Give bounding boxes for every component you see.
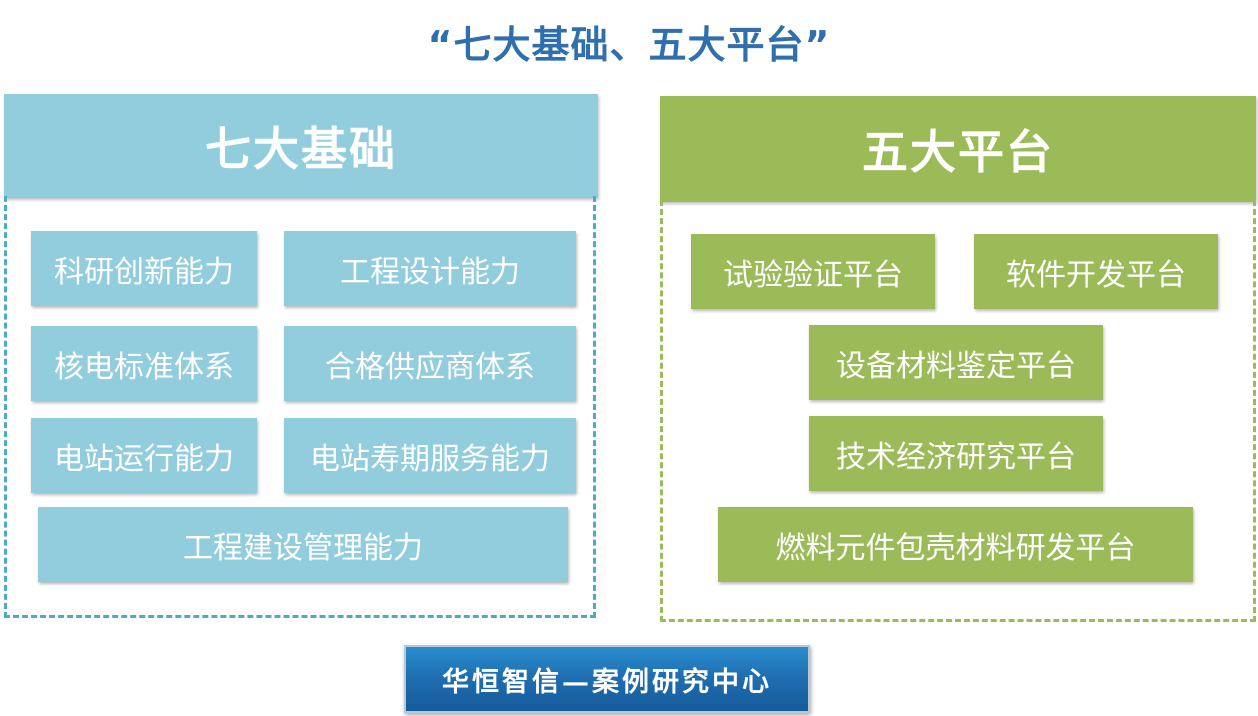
left-item-research-innovation: 科研创新能力: [31, 231, 257, 306]
right-item-software-development: 软件开发平台: [974, 234, 1218, 309]
left-panel-header: 七大基础: [4, 94, 598, 198]
right-item-test-verification: 试验验证平台: [691, 234, 935, 309]
left-item-plant-lifecycle-service: 电站寿期服务能力: [284, 418, 576, 493]
right-item-equipment-material-qualification: 设备材料鉴定平台: [809, 325, 1103, 400]
left-item-plant-operation: 电站运行能力: [31, 418, 257, 493]
right-item-fuel-cladding-rnd: 燃料元件包壳材料研发平台: [718, 507, 1193, 582]
right-panel-dashed-frame: [660, 200, 1256, 622]
left-panel-dashed-frame: [4, 196, 596, 618]
left-item-construction-management: 工程建设管理能力: [38, 507, 568, 582]
footer-banner: 华恒智信—案例研究中心: [404, 645, 810, 713]
right-item-techno-economic-research: 技术经济研究平台: [809, 416, 1103, 491]
right-panel-header: 五大平台: [660, 96, 1256, 202]
diagram-title: “七大基础、五大平台”: [427, 23, 831, 67]
left-item-engineering-design: 工程设计能力: [284, 231, 576, 306]
left-item-nuclear-standards: 核电标准体系: [31, 326, 257, 401]
left-item-qualified-suppliers: 合格供应商体系: [284, 326, 576, 401]
